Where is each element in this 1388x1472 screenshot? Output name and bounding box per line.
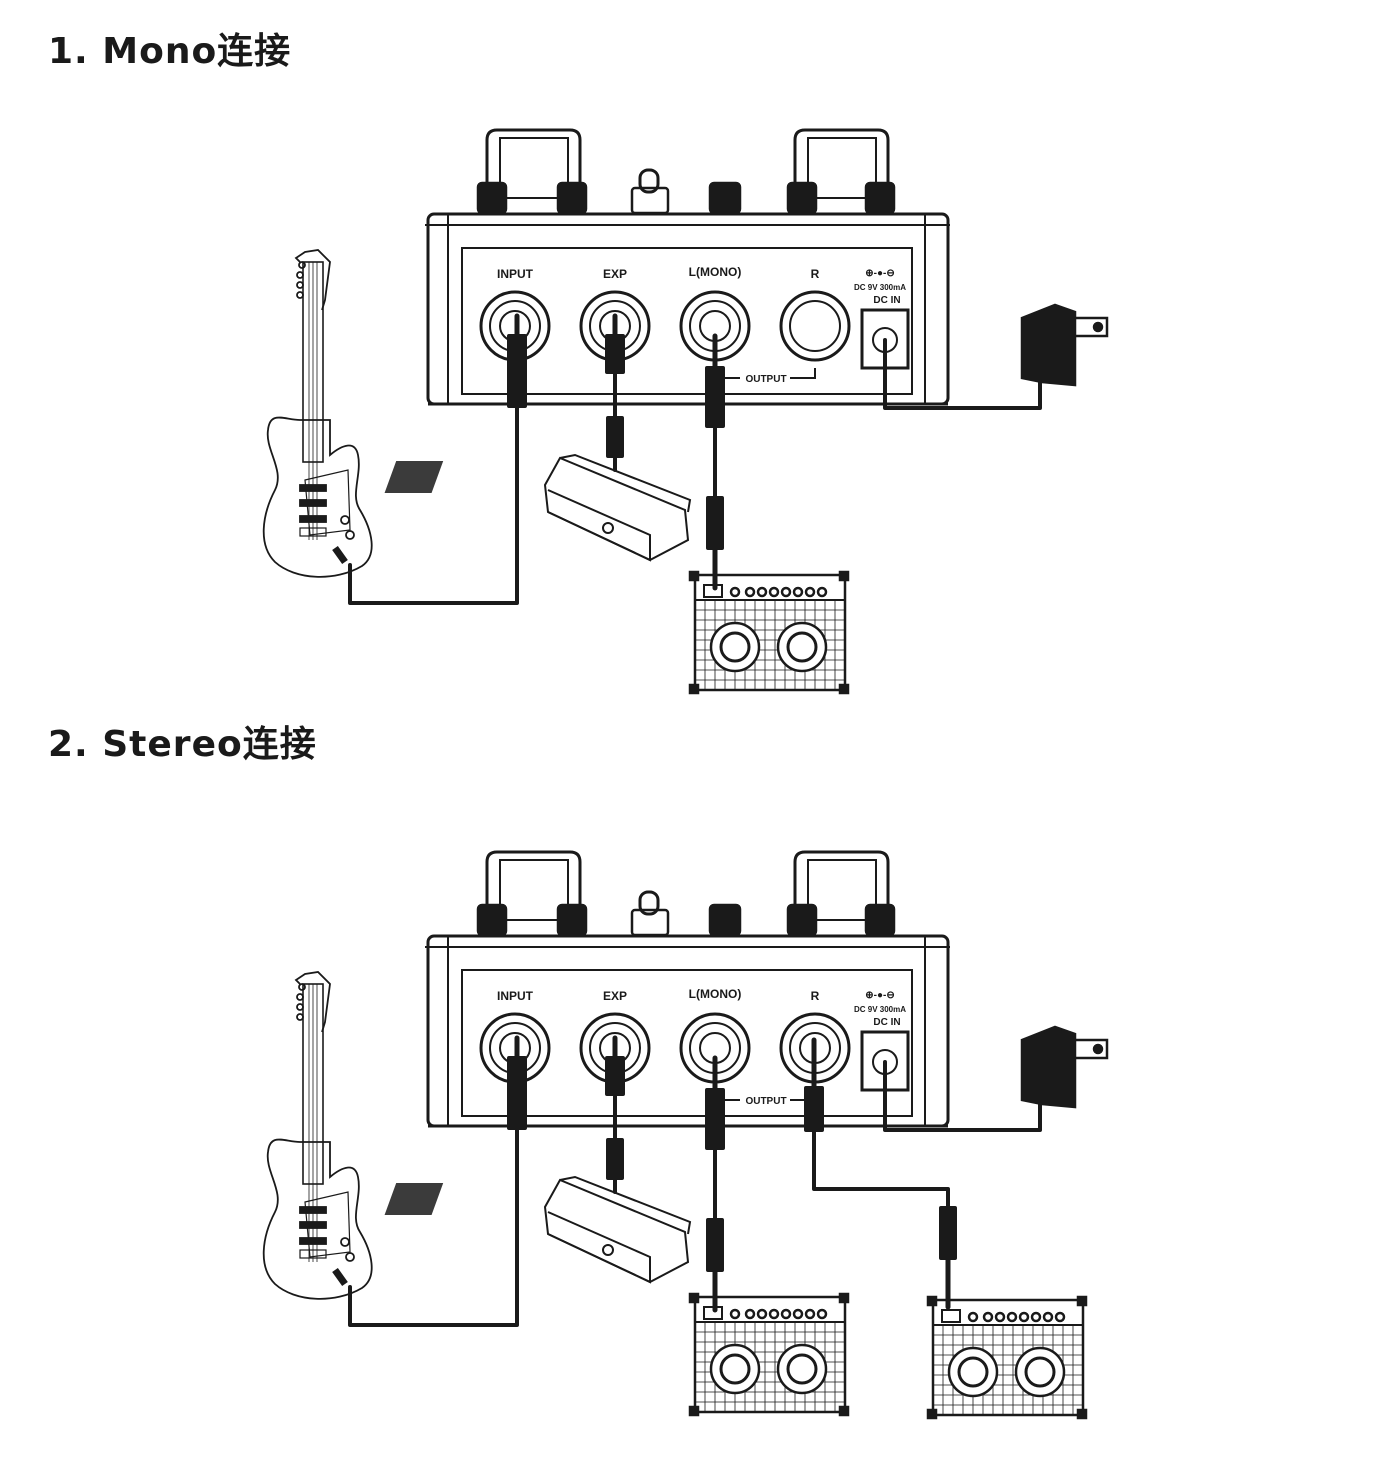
stereo-connection-diagram: INPUT EXP L(MONO) R ⊕-●-⊖ DC 9V 300mA DC… (262, 850, 1109, 1420)
electric-guitar-icon (262, 249, 373, 578)
section-title-mono: 1. Mono连接 (48, 31, 292, 72)
input-label: INPUT (497, 989, 534, 1003)
dc-in-label: DC IN (873, 295, 900, 306)
l-mono-label: L(MONO) (689, 265, 742, 279)
cables (348, 1035, 1042, 1327)
power-adapter-icon (1020, 1025, 1109, 1109)
output-label: OUTPUT (745, 1096, 786, 1107)
output-label: OUTPUT (745, 374, 786, 385)
electric-guitar-icon (262, 971, 373, 1300)
exp-label: EXP (603, 989, 627, 1003)
expression-pedal-icon (384, 1175, 692, 1284)
power-spec-label: DC 9V 300mA (854, 283, 906, 292)
input-label: INPUT (497, 267, 534, 281)
amplifier-icon (688, 570, 850, 695)
polarity-symbol: ⊕-●-⊖ (865, 990, 894, 1001)
r-label: R (811, 267, 820, 281)
amplifier-left-icon (688, 1292, 850, 1417)
l-mono-label: L(MONO) (689, 987, 742, 1001)
mono-connection-diagram: INPUT EXP L(MONO) R ⊕-●-⊖ DC 9V 300mA DC… (262, 128, 1109, 695)
dc-in-label: DC IN (873, 1017, 900, 1028)
r-jack (779, 290, 851, 362)
section-title-stereo: 2. Stereo连接 (48, 724, 317, 765)
pedal-unit (425, 850, 950, 1128)
r-label: R (811, 989, 820, 1003)
polarity-symbol: ⊕-●-⊖ (865, 268, 894, 279)
amplifier-right-icon (926, 1295, 1088, 1420)
power-adapter-icon (1020, 303, 1109, 387)
cables (348, 313, 1042, 605)
expression-pedal-icon (384, 453, 692, 562)
exp-label: EXP (603, 267, 627, 281)
power-spec-label: DC 9V 300mA (854, 1005, 906, 1014)
